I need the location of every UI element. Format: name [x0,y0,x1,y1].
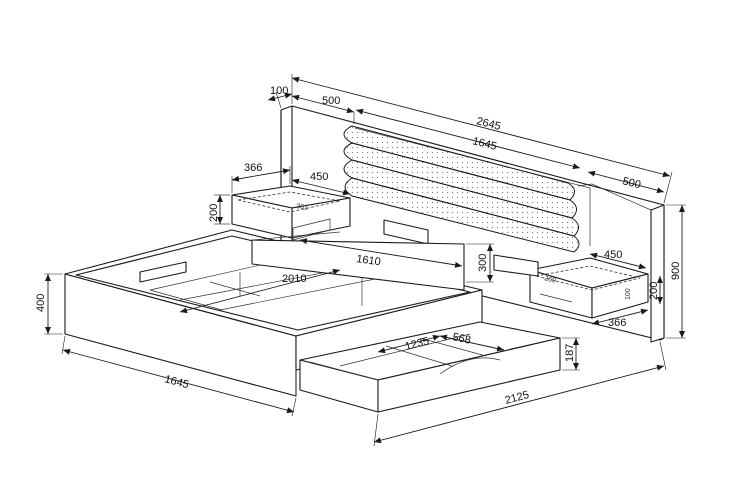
label-100-drawer: 100 [625,288,632,300]
dim-line-568 [439,334,505,352]
dim-line-450-right [589,252,647,270]
dimension-lines [44,74,686,447]
label-269: 269 [544,275,557,285]
label-366-left: 366 [244,162,262,174]
label-1645-headboard: 1645 [471,135,498,153]
label-187: 187 [564,344,576,362]
headboard-right-side [650,204,665,343]
dim-line-2125 [373,364,665,444]
label-2010: 2010 [282,273,306,285]
nightstand-right-handle [539,293,573,303]
dimension-labels: 2645 100 500 1645 500 900 366 450 200 36… [35,85,682,407]
label-1235: 1235 [404,335,431,353]
label-450-left: 450 [310,171,328,183]
label-900: 900 [670,262,682,280]
dim-line-450-left [291,178,351,196]
dim-line-366-left [231,168,291,182]
dim-line-366-right [591,308,649,326]
bed-side-rail-block-right [493,254,539,277]
dim-line-2010 [179,268,341,314]
label-100: 100 [270,85,288,97]
label-300: 300 [477,254,489,272]
label-200-left: 200 [208,204,220,222]
label-568: 568 [451,331,471,347]
label-1610: 1610 [356,253,382,268]
dim-line-500-right [587,170,665,194]
dim-line-100 [267,92,293,102]
nightstand-left [231,185,351,241]
label-1645-bed: 1645 [163,373,190,391]
label-400: 400 [35,294,47,312]
dim-line-1235 [377,334,441,354]
dim-line-1645-headboard [355,108,581,170]
label-366-right: 366 [608,317,626,329]
label-200-right: 200 [648,282,660,300]
dim-line-1610 [299,238,463,268]
label-500-right: 500 [621,175,642,191]
label-450-right: 450 [604,249,622,261]
dim-line-1645-bed [62,348,295,414]
label-2645: 2645 [475,115,502,133]
label-361: 361 [296,203,309,212]
dim-line-500-left [291,94,355,114]
label-500-left: 500 [322,95,340,107]
